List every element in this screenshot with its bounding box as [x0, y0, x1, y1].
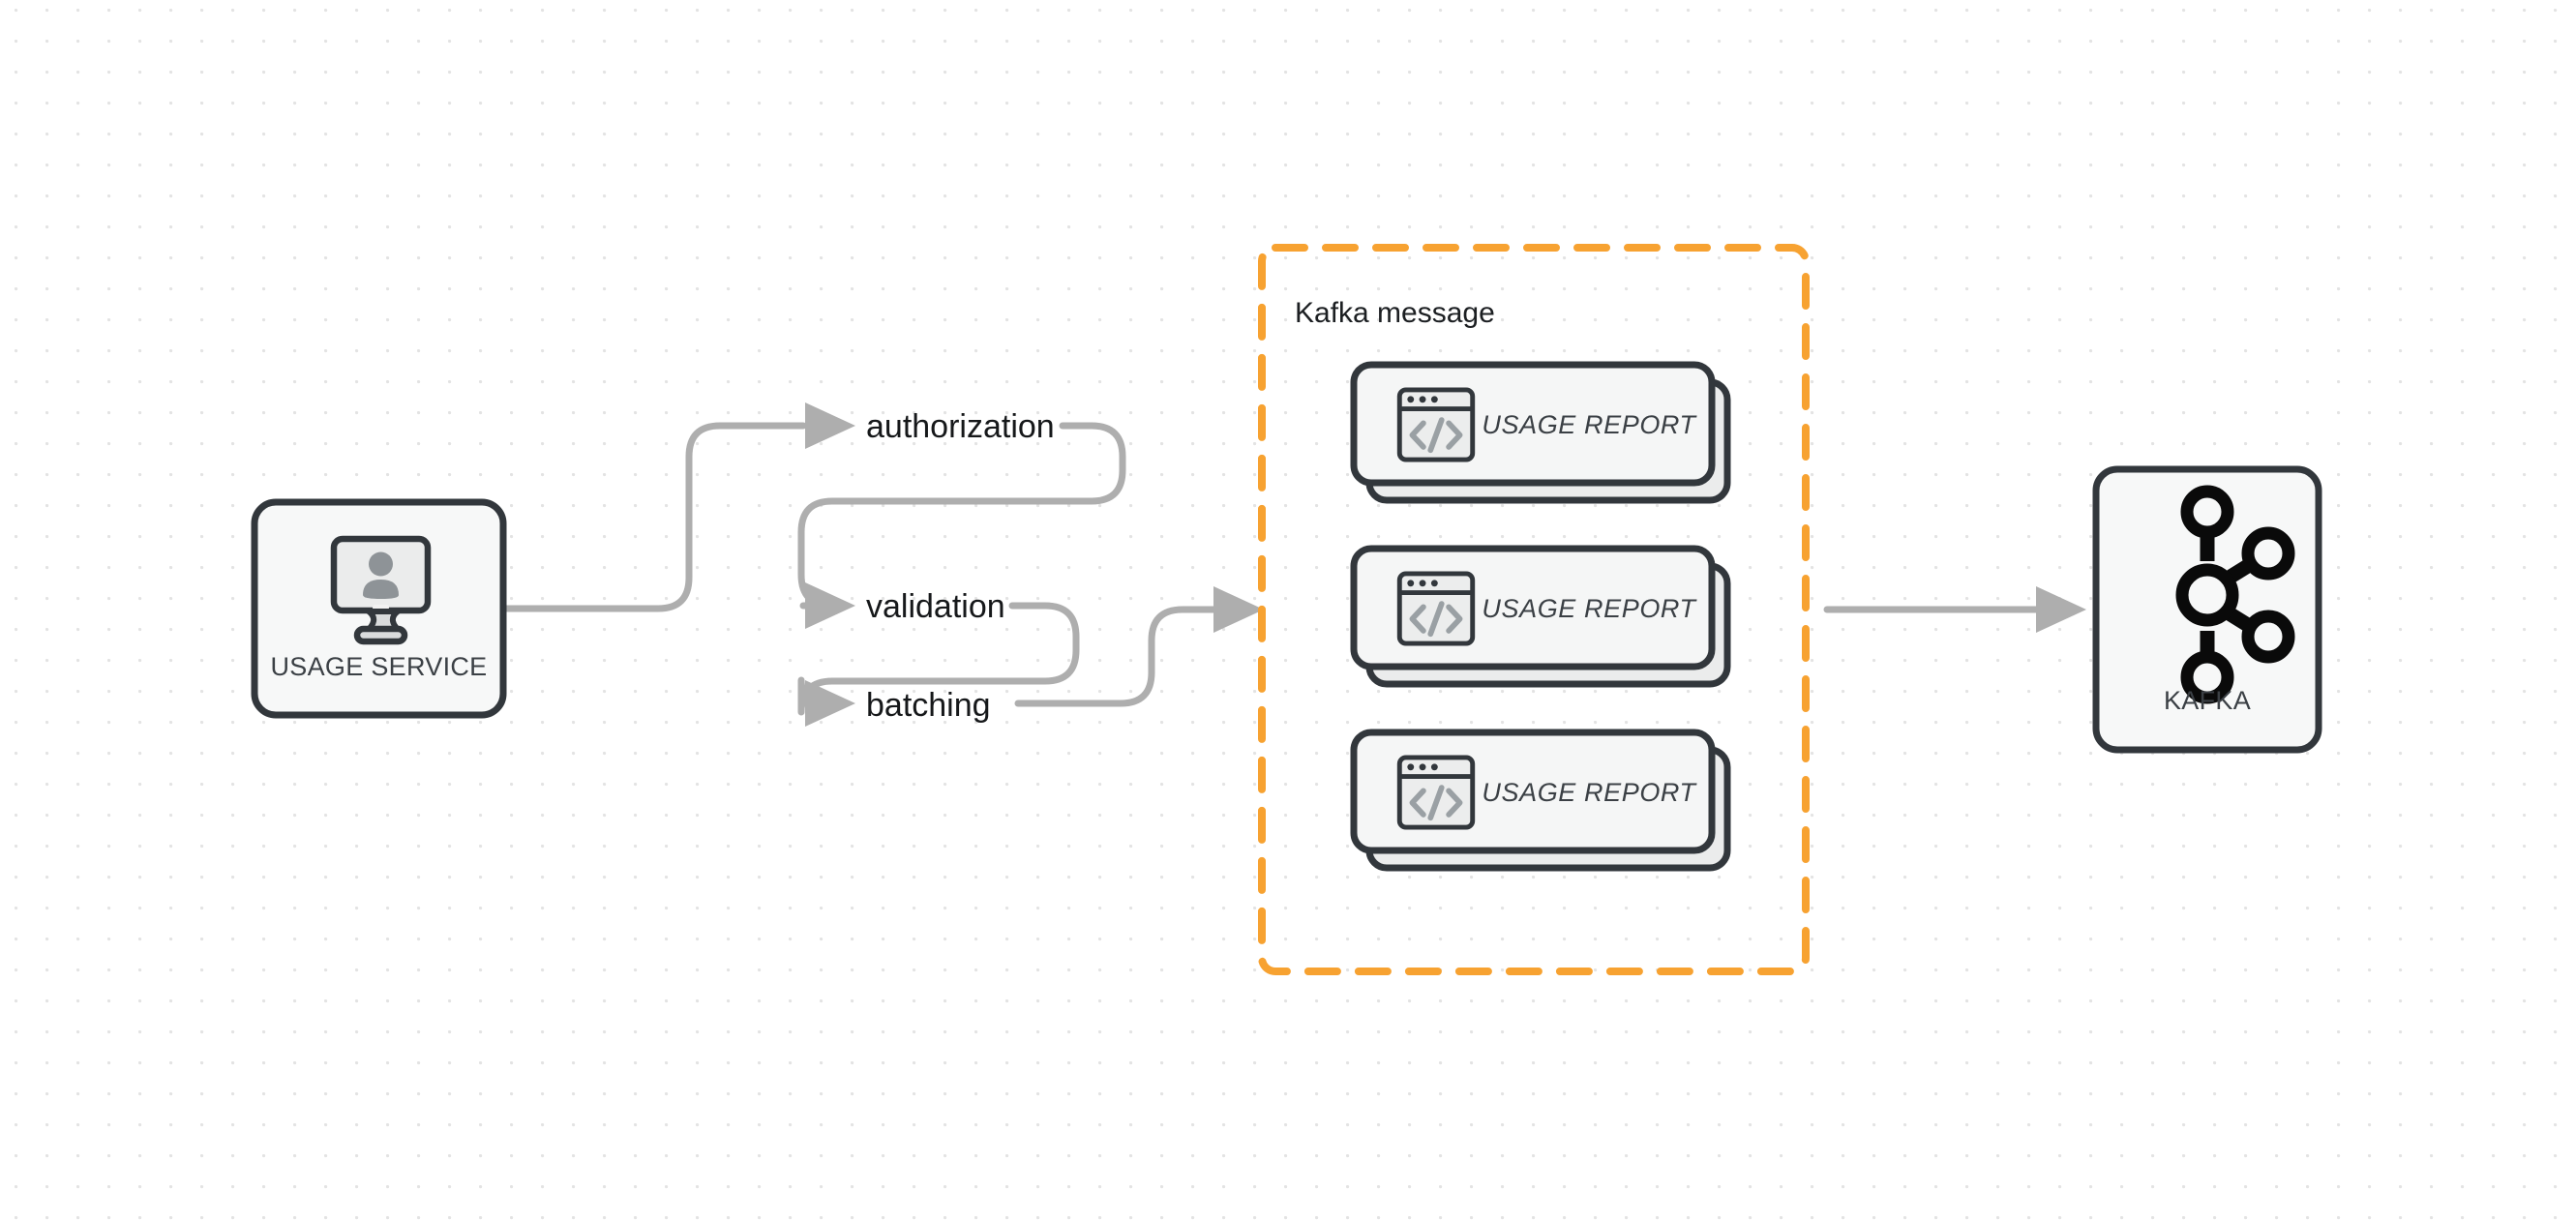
kafka-message-group[interactable]: Kafka message USAGE REPORT USAGE REPORT [1258, 244, 1810, 975]
connector-batching-to-kafka-message [1014, 586, 1264, 707]
code-window-icon [1399, 390, 1472, 460]
usage-report-card-label: USAGE REPORT [1482, 410, 1697, 439]
code-window-icon [1399, 574, 1472, 643]
connector-authorization-to-validation [797, 422, 1126, 629]
usage-report-card-label: USAGE REPORT [1482, 594, 1697, 623]
usage-report-card-label: USAGE REPORT [1482, 778, 1697, 807]
arrowhead-icon [805, 402, 855, 449]
kafka-label: KAFKA [2164, 686, 2251, 715]
code-window-icon [1399, 758, 1472, 827]
kafka-logo-icon [2175, 485, 2295, 704]
connector-usage-service-to-authorization [499, 402, 855, 612]
kafka-message-group-border [1258, 244, 1810, 975]
connector-validation-to-batching [797, 602, 1080, 727]
pipeline-step-label-validation[interactable]: validation [866, 588, 1005, 625]
node-kafka[interactable]: KAFKA [2092, 465, 2322, 754]
arrowhead-icon [1213, 586, 1264, 633]
kafka-message-group-label: Kafka message [1295, 297, 1495, 329]
usage-report-card[interactable]: USAGE REPORT [1350, 361, 1731, 504]
arrowhead-icon [805, 680, 855, 727]
pipeline-step-label-authorization[interactable]: authorization [866, 408, 1055, 445]
connector-layer [499, 402, 2086, 727]
arrowhead-icon [2036, 586, 2086, 633]
usage-service-label: USAGE SERVICE [271, 652, 488, 681]
usage-report-card[interactable]: USAGE REPORT [1350, 729, 1731, 872]
arrowhead-icon [805, 582, 855, 629]
usage-report-card[interactable]: USAGE REPORT [1350, 545, 1731, 688]
pipeline-step-label-batching[interactable]: batching [866, 687, 991, 724]
node-usage-service[interactable]: USAGE SERVICE [251, 498, 507, 719]
connector-kafka-message-to-kafka [1823, 586, 2086, 633]
desktop-user-icon [330, 535, 432, 645]
